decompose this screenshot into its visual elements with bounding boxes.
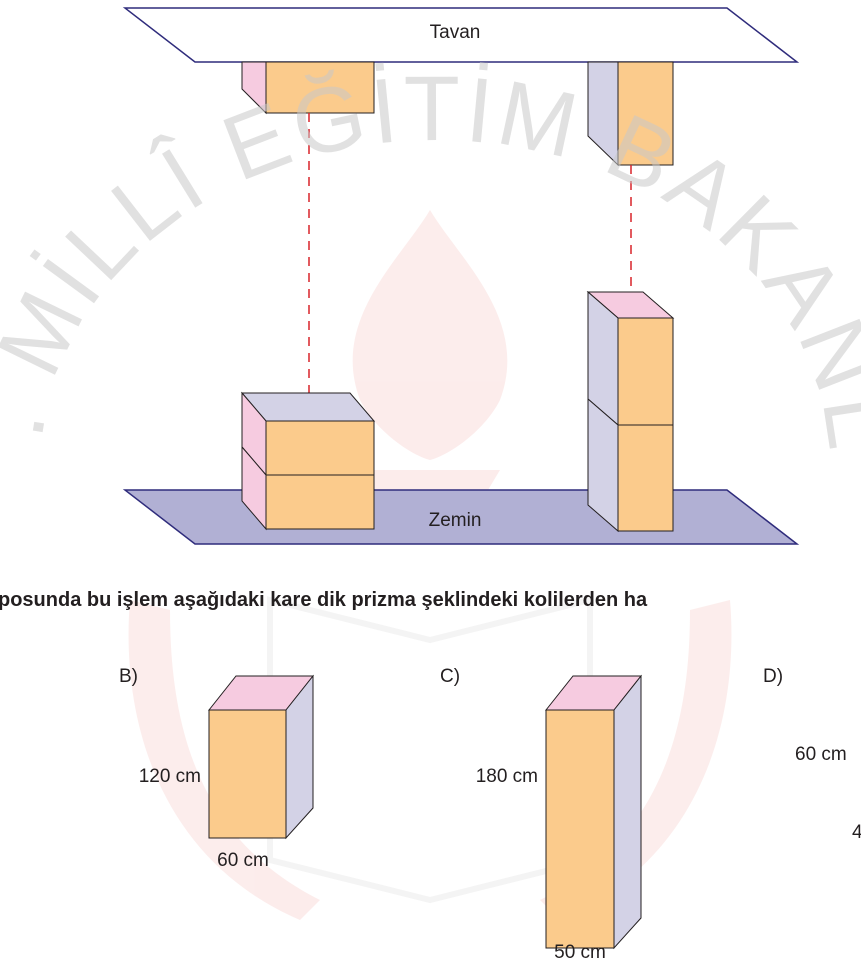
option-d-height-label: 60 cm [795,744,847,765]
emblem-flame-shape [352,210,508,460]
option-b-base-label: 60 cm [217,850,269,871]
ceiling-label: Tavan [430,22,481,43]
stack-right-upper-front [617,317,674,426]
option-c-front [545,709,615,949]
option-b-letter: B) [119,666,138,687]
floor-label: Zemin [429,510,482,531]
hanging-box-right [587,61,674,167]
option-c-side [613,674,642,950]
hanging-box-right-front [617,61,674,166]
hanging-box-left [241,61,375,115]
option-c-base-label: 50 cm [554,942,606,963]
option-d-letter: D) [763,666,783,687]
stack-left-upper-front [265,420,375,476]
hanging-box-left-front [265,61,375,114]
option-b[interactable]: B) 120 cm 60 cm [119,666,315,871]
question-text: posunda bu işlem aşağıdaki kare dik priz… [0,589,648,611]
floor-stack-left [240,391,376,531]
ceiling-plane [122,7,800,63]
option-c-letter: C) [440,666,460,687]
floor-stack-right [586,290,675,533]
option-d[interactable]: D) 60 cm 4 [763,666,861,843]
stack-right-lower-front [617,424,674,532]
stack-left-lower-front [265,474,375,530]
emblem-book-shape [267,596,593,904]
option-b-front [208,709,287,839]
option-c-height-label: 180 cm [476,766,538,787]
option-b-height-label: 120 cm [139,766,201,787]
option-c[interactable]: C) 180 cm 50 cm [440,666,643,963]
option-d-partial-label: 4 [852,822,861,843]
